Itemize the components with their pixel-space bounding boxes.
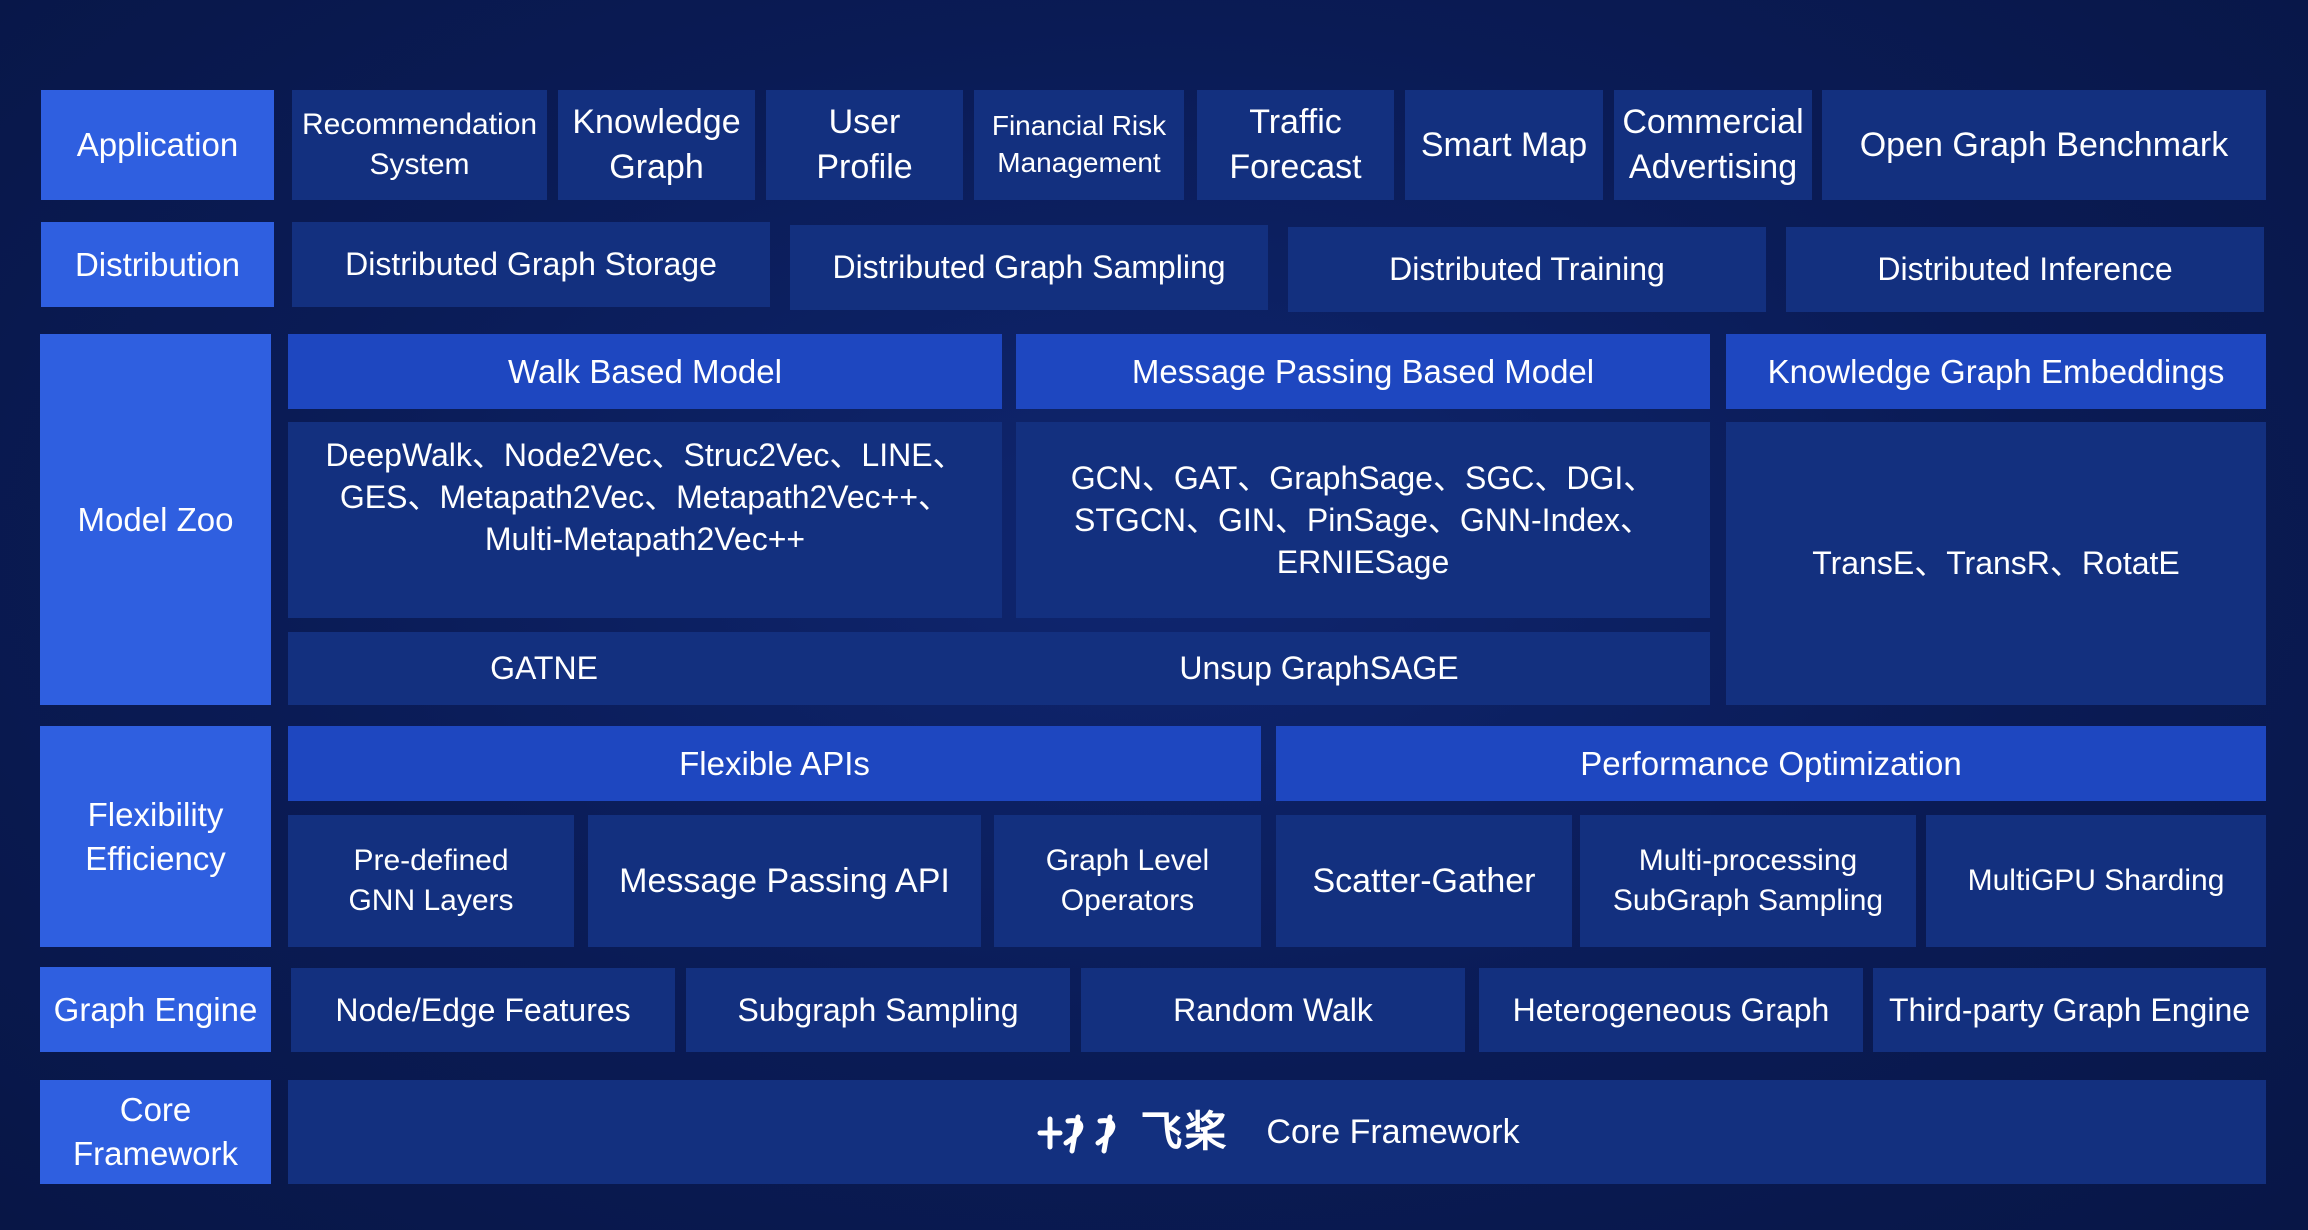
layer-label-flexibility-efficiency: Flexibility Efficiency <box>40 726 271 947</box>
layer-label-model-zoo: Model Zoo <box>40 334 271 705</box>
multigpu-sharding: MultiGPU Sharding <box>1926 815 2266 947</box>
layer-label-text: Model Zoo <box>77 500 234 538</box>
app-open-graph-benchmark: Open Graph Benchmark <box>1822 90 2266 200</box>
core-framework-text: Core Framework <box>1266 1112 1520 1151</box>
knowledge-graph-embeddings-header: Knowledge Graph Embeddings <box>1726 334 2266 409</box>
message-passing-api: Message Passing API <box>588 815 981 947</box>
layer-label-text: Distribution <box>74 245 241 283</box>
paddlepaddle-logo: 飞桨 <box>1034 1104 1228 1159</box>
node-edge-features: Node/Edge Features <box>291 968 675 1052</box>
layer-label-distribution: Distribution <box>41 222 274 307</box>
app-financial-risk-management: Financial Risk Management <box>974 90 1184 200</box>
performance-optimization-header: Performance Optimization <box>1276 726 2266 801</box>
shared-models-row: GATNE Unsup GraphSAGE <box>288 632 1710 705</box>
predefined-gnn-layers: Pre-defined GNN Layers <box>288 815 574 947</box>
dist-graph-storage: Distributed Graph Storage <box>292 222 770 307</box>
app-recommendation-system: Recommendation System <box>292 90 547 200</box>
paddlepaddle-logo-icon <box>1037 1114 1116 1154</box>
message-passing-model-header: Message Passing Based Model <box>1016 334 1710 409</box>
model-gatne: GATNE <box>490 650 598 687</box>
dist-inference: Distributed Inference <box>1786 227 2264 312</box>
flexible-apis-header: Flexible APIs <box>288 726 1261 801</box>
scatter-gather: Scatter-Gather <box>1276 815 1572 947</box>
app-traffic-forecast: Traffic Forecast <box>1197 90 1394 200</box>
app-knowledge-graph: Knowledge Graph <box>558 90 755 200</box>
layer-label-text: Graph Engine <box>53 990 258 1028</box>
model-unsup-graphsage: Unsup GraphSAGE <box>1179 650 1459 687</box>
third-party-graph-engine: Third-party Graph Engine <box>1873 968 2266 1052</box>
subgraph-sampling: Subgraph Sampling <box>686 968 1070 1052</box>
heterogeneous-graph: Heterogeneous Graph <box>1479 968 1863 1052</box>
random-walk: Random Walk <box>1081 968 1465 1052</box>
layer-label-text: Application <box>76 126 239 164</box>
knowledge-graph-embeddings-list: TransE、TransR、RotatE <box>1726 422 2266 705</box>
app-smart-map: Smart Map <box>1405 90 1603 200</box>
message-passing-model-list: GCN、GAT、GraphSage、SGC、DGI、 STGCN、GIN、Pin… <box>1016 422 1710 618</box>
layer-label-application: Application <box>41 90 274 200</box>
multiprocessing-subgraph-sampling: Multi-processing SubGraph Sampling <box>1580 815 1916 947</box>
app-commercial-advertising: Commercial Advertising <box>1614 90 1812 200</box>
core-framework-cell: 飞桨 Core Framework <box>288 1080 2266 1184</box>
app-user-profile: User Profile <box>766 90 963 200</box>
paddlepaddle-wordmark: 飞桨 <box>1140 1107 1229 1157</box>
dist-training: Distributed Training <box>1288 227 1766 312</box>
layer-label-core-framework: Core Framework <box>40 1080 271 1184</box>
walk-based-model-header: Walk Based Model <box>288 334 1002 409</box>
layer-label-graph-engine: Graph Engine <box>40 967 271 1052</box>
walk-based-model-list: DeepWalk、Node2Vec、Struc2Vec、LINE、 GES、Me… <box>288 422 1002 618</box>
graph-level-operators: Graph Level Operators <box>994 815 1261 947</box>
dist-graph-sampling: Distributed Graph Sampling <box>790 225 1268 310</box>
